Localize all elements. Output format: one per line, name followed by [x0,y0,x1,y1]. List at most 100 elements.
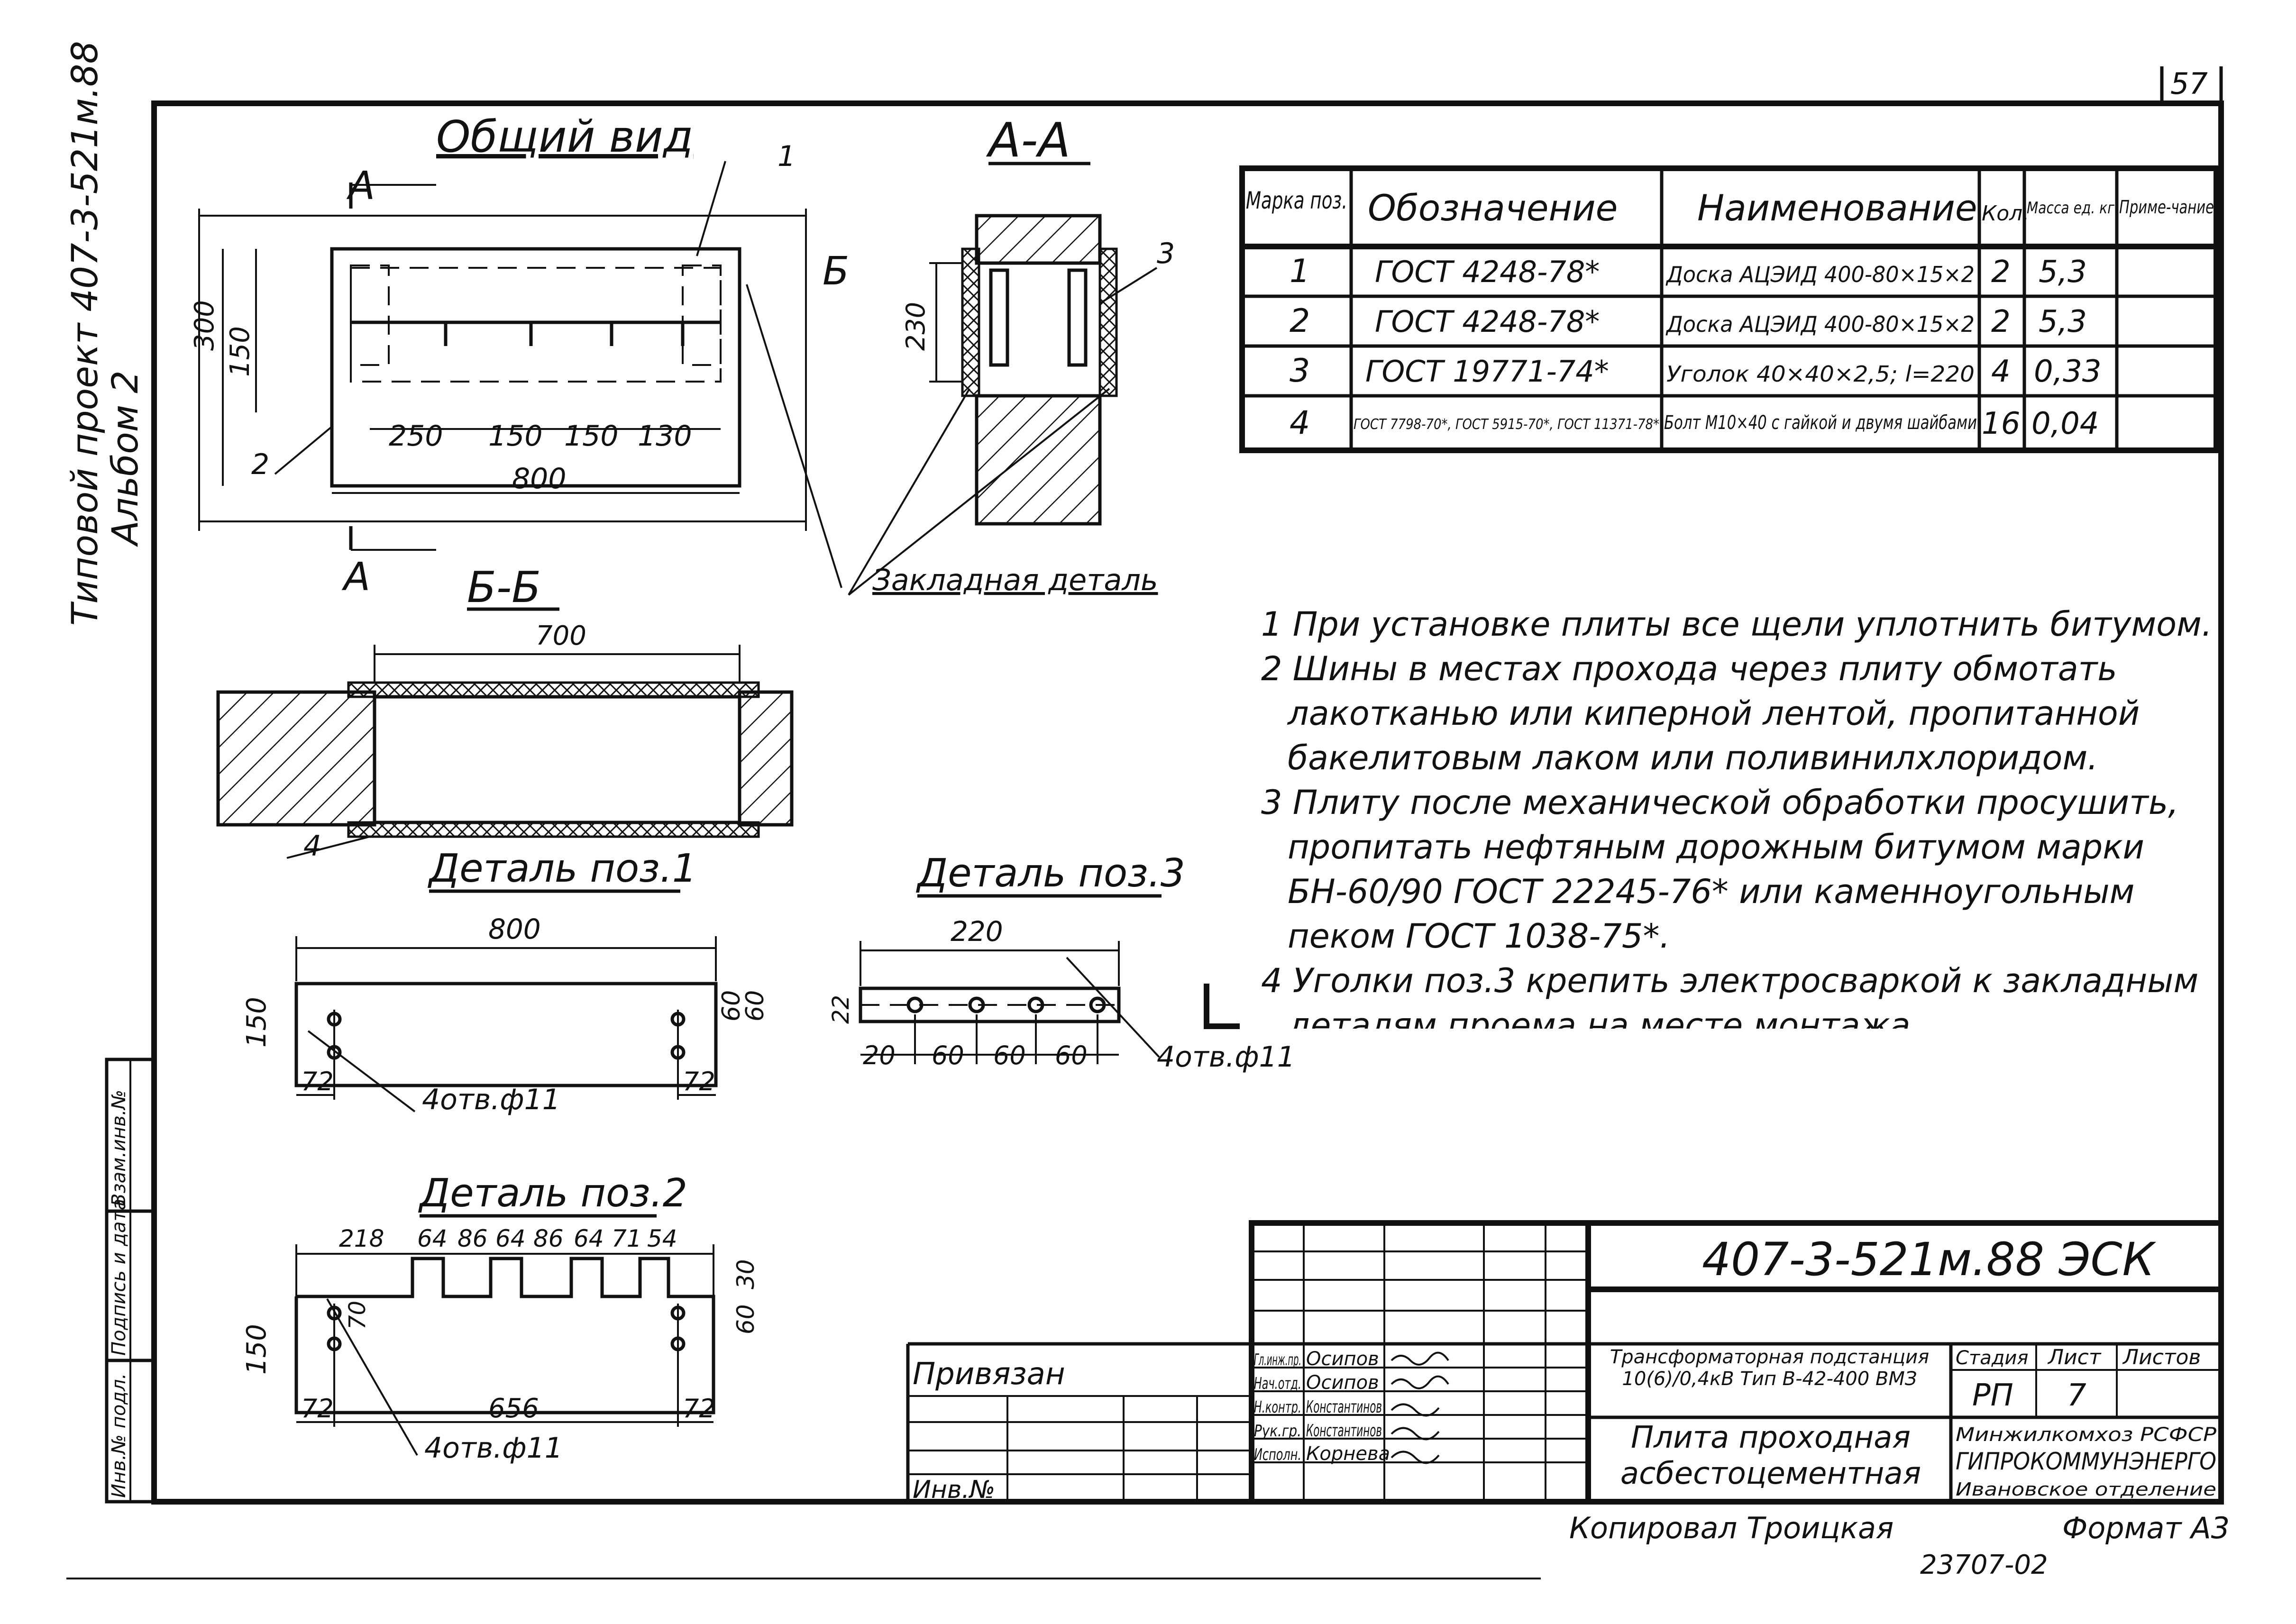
spec-row4-name: Болт М10×40 с гайкой и двумя шайбами [1664,412,1977,434]
note-2: 2 Шины в местах прохода через плиту обмо… [1261,649,2140,777]
spec-row3-qty: 4 [1991,354,2011,389]
d2-holes: 4отв.ф11 [424,1432,563,1465]
d2-dim-60: 60 [732,1304,759,1334]
d2-top-71: 71 [612,1225,642,1252]
role-1: Гл.инж.пр. [1254,1350,1301,1369]
role-4: Рук.гр. [1254,1422,1301,1441]
spec-header-mark: Марка поз. [1246,187,1347,214]
d2-top-86b: 86 [533,1225,564,1252]
d2-top-64a: 64 [417,1225,448,1252]
spec-row1-name: Доска АЦЭИД 400-80×15×2 [1665,262,1975,287]
sheets-header: Листов [2122,1345,2201,1369]
spec-header-note: Приме-чание [2119,197,2214,218]
d3-holes: 4отв.ф11 [1157,1040,1295,1074]
role-5: Исполн. [1254,1445,1301,1464]
archive-number: 23707-02 [1920,1550,2048,1580]
spec-row1-qty: 2 [1991,255,2011,290]
signatures [1390,1351,1449,1464]
d3-dim-20: 20 [863,1040,896,1070]
object-name: Трансформаторная подстанция 10(6)/0,4кВ … [1610,1346,1930,1390]
d2-top-64b: 64 [495,1225,526,1252]
gv-dim-130: 130 [638,420,692,453]
bound-label: Привязан [913,1357,1065,1392]
stamp-inv: Инв.№ подл. [108,1373,130,1498]
org-line-1: Минжилкомхоз РСФСР [1956,1424,2217,1446]
role-4-name: Константинов [1306,1421,1382,1441]
d2-top-218: 218 [339,1225,384,1252]
spec-row2-mark: 2 [1290,302,1310,340]
d2-dim-72-right: 72 [683,1394,715,1423]
role-3-name: Константинов [1306,1397,1382,1417]
gv-dim-300: 300 [189,300,220,351]
d2-dim-72-left: 72 [301,1394,334,1423]
spec-header-name: Наименование [1697,187,1977,229]
note-1: 1 При установке плиты все щели уплотнить… [1261,605,2213,644]
d2-dim-656: 656 [488,1393,539,1424]
sheet-header: Лист [2047,1345,2102,1369]
gv-section-a-top: A [346,164,375,209]
note-3: 3 Плиту после механической обработки про… [1261,783,2179,956]
section-bb: Б-Б [216,563,794,859]
bb-dim-700: 700 [536,620,586,651]
spec-header-qty: Кол. [1982,201,2029,226]
sheet-number: 57 [2170,66,2208,101]
spec-row4-qty: 16 [1982,406,2020,441]
gv-section-b: Б [823,249,849,294]
d2-dim-150: 150 [241,1324,272,1375]
d2-top-54: 54 [647,1225,677,1252]
notes-block: 1 При установке плиты все щели уплотнить… [1261,605,2213,1029]
side-album: Альбом 2 [104,370,146,547]
spec-row4-mark: 4 [1290,404,1310,442]
spec-row3-mass: 0,33 [2034,354,2102,389]
gv-section-a-bottom: A [341,555,370,600]
d3-dim-60a: 60 [932,1040,964,1070]
section-aa-title: А-А [986,112,1070,168]
side-project: Типовой проект 407-3-521м.88 [64,41,106,626]
org-line-2: ГИПРОКОММУНЭНЕРГО [1956,1448,2216,1475]
gv-dim-150: 150 [225,326,256,377]
detail-1-title: Деталь поз.1 [428,846,697,891]
d3-dim-60c: 60 [1055,1040,1088,1070]
aa-pos3: 3 [1157,237,1175,270]
spec-header-designation: Обозначение [1368,187,1618,229]
d1-dim-60a: 60 [717,990,746,1022]
detail-3 [859,894,1240,1064]
spec-row4-mass: 0,04 [2031,406,2099,441]
d1-dim-60b: 60 [741,990,769,1022]
gv-dim-150b: 150 [564,420,619,453]
stage-value: РП [1972,1378,2013,1413]
title-code: 407-3-521м.88 ЭСК [1702,1233,2157,1286]
side-project-text: Типовой проект 407-3-521м.88 [64,41,106,626]
section-bb-title: Б-Б [467,563,541,612]
role-1-name: Осипов [1306,1348,1379,1370]
inv-label: Инв.№ [913,1476,995,1504]
spec-row4-designation: ГОСТ 7798-70*, ГОСТ 5915-70*, ГОСТ 11371… [1354,416,1659,433]
spec-row3-designation: ГОСТ 19771-74* [1365,354,1609,389]
gv-dim-250: 250 [389,420,443,453]
detail-2 [294,1214,715,1456]
spec-row1-mass: 5,3 [2039,255,2087,290]
spec-row1-designation: ГОСТ 4248-78* [1375,255,1600,289]
d1-dim-150: 150 [241,997,272,1048]
d2-dim-70: 70 [344,1301,371,1330]
general-view-title: Общий вид [436,111,693,162]
spec-table [1239,165,2219,453]
d1-holes: 4отв.ф11 [422,1083,560,1116]
embedded-detail-label: Закладная деталь [872,563,1158,597]
spec-row2-name: Доска АЦЭИД 400-80×15×2 [1665,311,1975,337]
sheet-value: 7 [2067,1378,2086,1413]
d1-dim-72-right: 72 [683,1067,715,1096]
note-4: 4 Уголки поз.3 крепить электросваркой к … [1261,961,2199,1029]
title-block [906,1220,2224,1505]
section-aa: А-А [848,112,1158,596]
d2-top-64c: 64 [574,1225,604,1252]
d3-dim-220: 220 [951,915,1003,948]
d1-dim-800: 800 [488,913,541,945]
spec-row2-qty: 2 [1991,304,2011,339]
role-2: Нач.отд. [1254,1374,1301,1393]
d3-dim-22: 22 [828,995,854,1024]
stage-header: Стадия [1956,1347,2028,1369]
left-stamp [105,1058,156,1504]
spec-row1-mark: 1 [1290,253,1310,290]
